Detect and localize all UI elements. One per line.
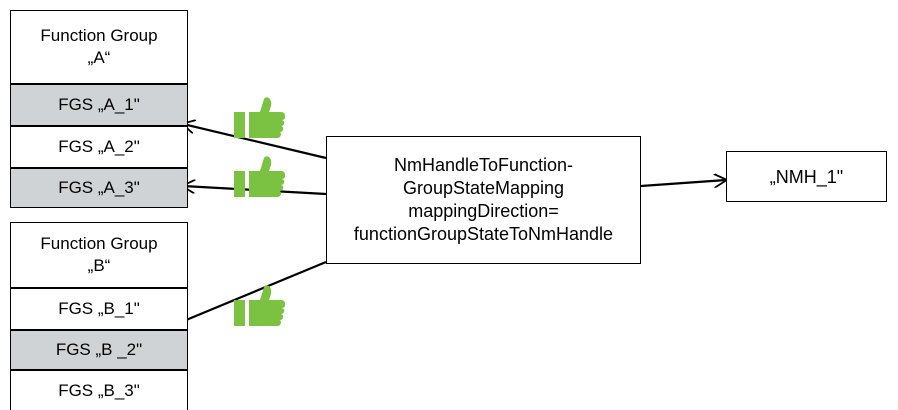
thumbs-up-icon — [234, 285, 285, 326]
mapping-line-2: GroupStateMapping — [402, 178, 565, 198]
function-group-b-name: „B“ — [87, 256, 111, 275]
function-group-a-name: „A“ — [87, 48, 111, 67]
nm-handle-label: „NMH_1" — [769, 166, 844, 187]
fgs-a3-box: FGS „A_3" — [10, 168, 188, 208]
arrow-to-nmh — [640, 180, 726, 186]
arrow-to-fgs-b1 — [162, 260, 327, 330]
function-group-a-title: Function Group — [40, 26, 158, 45]
fgs-b1-box: FGS „B_1" — [10, 288, 188, 330]
fgs-a2-label: FGS „A_2" — [58, 137, 140, 156]
fgs-b1-label: FGS „B_1" — [58, 299, 140, 318]
mapping-box: NmHandleToFunction- GroupStateMapping ma… — [326, 136, 641, 264]
mapping-line-1: NmHandleToFunction- — [393, 155, 574, 175]
fgs-b3-box: FGS „B_3" — [10, 370, 188, 410]
arrow-to-fgs-a1 — [183, 124, 327, 160]
function-group-a-header: Function Group „A“ — [10, 10, 188, 84]
fgs-b2-label: FGS „B _2" — [55, 340, 143, 359]
fgs-a1-label: FGS „A_1" — [58, 95, 140, 114]
thumbs-up-icon — [234, 97, 285, 138]
fgs-a1-box: FGS „A_1" — [10, 84, 188, 126]
thumbs-up-icon — [234, 156, 285, 197]
mapping-line-3: mappingDirection= — [408, 201, 559, 221]
fgs-b2-box: FGS „B _2" — [10, 330, 188, 370]
function-group-b-title: Function Group — [40, 234, 158, 253]
fgs-a3-label: FGS „A_3" — [58, 178, 140, 197]
nm-handle-box: „NMH_1" — [726, 151, 887, 202]
mapping-line-4: functionGroupStateToNmHandle — [353, 224, 614, 244]
fgs-b3-label: FGS „B_3" — [58, 380, 140, 400]
function-group-b-header: Function Group „B“ — [10, 222, 188, 288]
fgs-a2-box: FGS „A_2" — [10, 126, 188, 168]
